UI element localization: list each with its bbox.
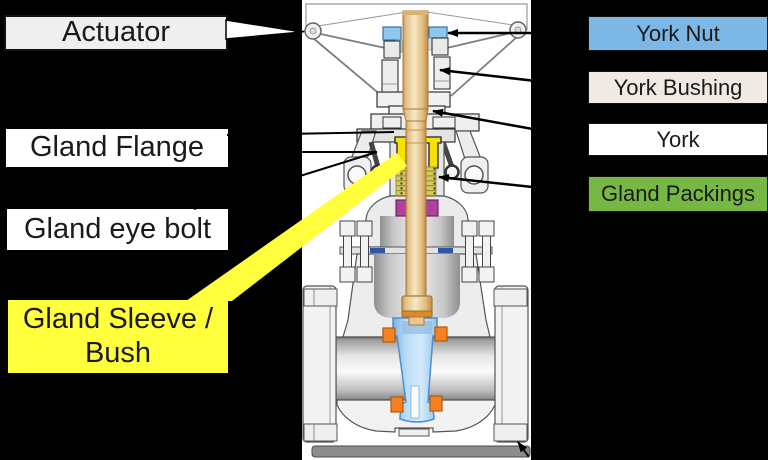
flange-left	[302, 285, 337, 443]
gate-wedge	[392, 317, 438, 423]
york-yoke	[370, 91, 480, 132]
flange-right	[494, 285, 529, 443]
callout-gland-eye-bolt: Gland eye bolt	[7, 209, 228, 250]
gland-packings-arrow	[438, 174, 589, 195]
valve-stem	[401, 10, 433, 326]
label-york-nut: York Nut	[588, 16, 768, 51]
handwheel	[304, 11, 527, 97]
bonnet-gasket	[370, 248, 385, 253]
backseat-bushing	[395, 199, 439, 217]
callout-gland-flange: Gland Flange	[6, 129, 228, 167]
york-bushing-arrow	[439, 67, 589, 89]
label-york-bushing: York Bushing	[588, 71, 768, 104]
seat-rings	[382, 326, 448, 413]
yoke-legs	[343, 130, 489, 194]
handwheel-hub-right	[509, 21, 527, 39]
bonnet-studs	[339, 220, 495, 283]
drain-boss	[398, 428, 430, 437]
york-arrow	[432, 108, 589, 141]
valve-body	[302, 285, 531, 458]
york-nut	[382, 26, 448, 53]
drawing-frame	[305, 3, 528, 30]
leader-lines	[186, 19, 589, 301]
label-gland-packings: Gland Packings	[588, 176, 768, 212]
gland-flange-leader	[226, 131, 395, 136]
gland-sleeve-bush	[394, 136, 442, 169]
handwheel-hub-left	[304, 22, 322, 40]
label-york: York	[588, 123, 768, 156]
flange-pointer-arrow	[517, 441, 530, 458]
bonnet-gasket	[438, 248, 453, 253]
drawing-panel	[302, 0, 531, 460]
gland-packings	[395, 166, 437, 197]
gland-eye-bolt	[368, 141, 460, 180]
callout-actuator: Actuator	[4, 15, 228, 51]
york-bushing	[381, 37, 451, 93]
callout-gland-sleeve-bush: Gland Sleeve / Bush	[8, 300, 228, 373]
bonnet	[339, 141, 493, 338]
actuator-leader	[225, 19, 303, 40]
gland-flange	[356, 128, 456, 143]
